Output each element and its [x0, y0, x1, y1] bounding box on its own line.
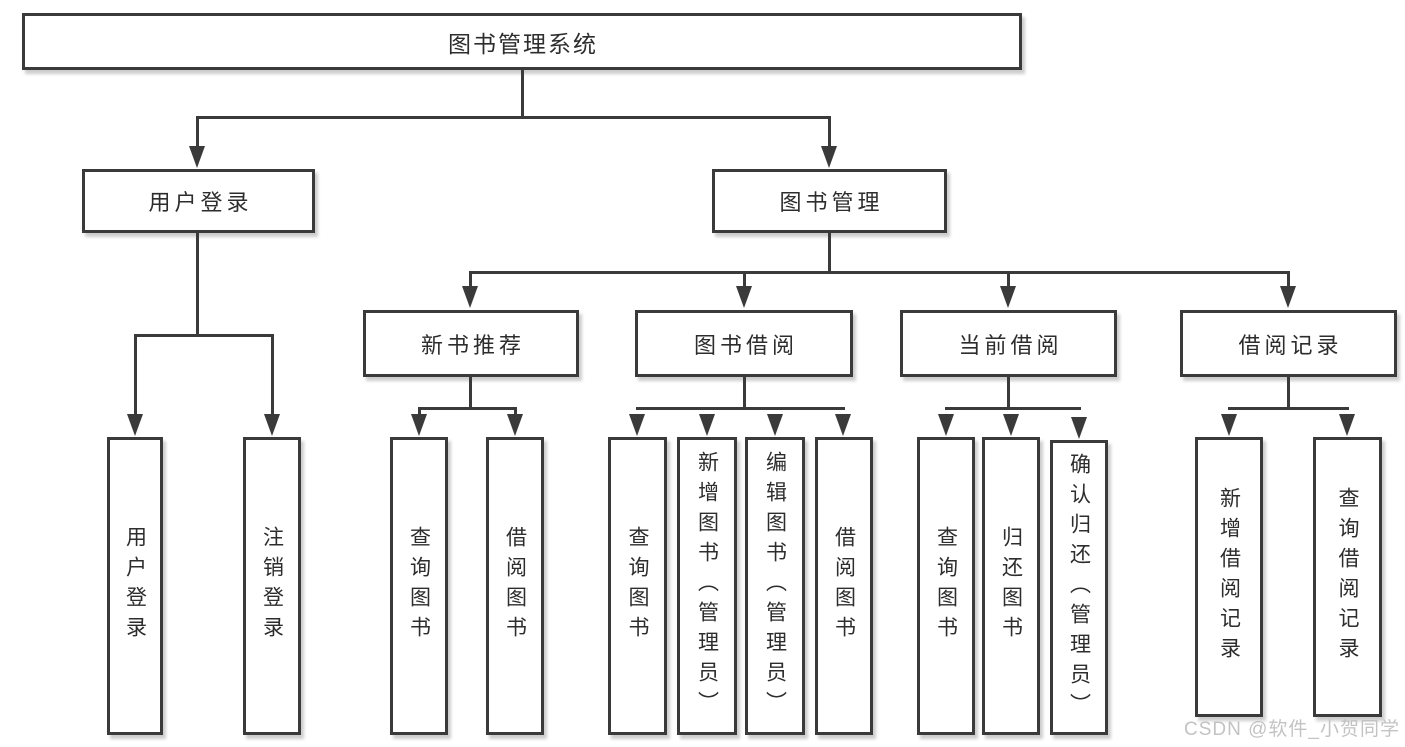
- connector-stub-leaf: [271, 334, 274, 416]
- arrow-down-icon: [462, 286, 478, 308]
- connector-current-stem: [1007, 377, 1010, 410]
- connector-stub-records: [1287, 271, 1290, 288]
- arrow-down-icon: [629, 414, 645, 436]
- connector-stub-recommend: [469, 271, 472, 288]
- connector-user-login-branch: [134, 334, 274, 337]
- connector-stub-leaf: [514, 407, 517, 417]
- connector-stub-book-manage: [828, 116, 831, 148]
- arrow-down-icon: [699, 414, 715, 436]
- connector-user-login-stem: [196, 233, 199, 337]
- arrow-down-icon: [736, 286, 752, 308]
- connector-stub-current: [1007, 271, 1010, 288]
- watermark-text: CSDN @软件_小贺同学: [1184, 719, 1400, 740]
- connector-recommend-stem: [469, 377, 472, 410]
- leaf-borrow-books-recommend: 借阅图书: [486, 437, 544, 735]
- connector-current-branch: [945, 407, 1081, 410]
- node-borrowing-records: 借阅记录: [1180, 310, 1397, 377]
- leaf-logout: 注销登录: [243, 437, 301, 735]
- leaf-return-books: 归还图书: [982, 437, 1040, 735]
- leaf-query-books-borrow: 查询图书: [608, 437, 667, 735]
- leaf-confirm-return-admin: 确认归还（管理员）: [1050, 440, 1108, 735]
- connector-records-stem: [1287, 377, 1290, 410]
- arrow-down-icon: [264, 414, 280, 436]
- leaf-query-borrow-record: 查询借阅记录: [1313, 437, 1382, 717]
- arrow-down-icon: [411, 414, 427, 436]
- connector-root-stem: [521, 69, 524, 118]
- connector-borrow-stem: [743, 377, 746, 410]
- leaf-query-books-current: 查询图书: [917, 437, 975, 735]
- arrow-down-icon: [938, 414, 954, 436]
- leaf-borrow-books: 借阅图书: [815, 437, 873, 735]
- leaf-add-borrow-record: 新增借阅记录: [1195, 437, 1263, 717]
- node-book-borrowing: 图书借阅: [635, 310, 853, 377]
- connector-records-branch: [1228, 407, 1349, 410]
- leaf-user-login: 用户登录: [107, 437, 163, 735]
- arrow-down-icon: [1280, 286, 1296, 308]
- leaf-query-books-recommend: 查询图书: [390, 437, 448, 735]
- leaf-add-books-admin: 新增图书（管理员）: [677, 437, 737, 735]
- arrow-down-icon: [507, 414, 523, 436]
- node-user-login: 用户登录: [82, 169, 315, 233]
- connector-recommend-branch: [418, 407, 517, 410]
- connector-book-manage-stem: [828, 233, 831, 274]
- node-library-system: 图书管理系统: [22, 13, 1022, 70]
- node-book-management: 图书管理: [712, 169, 947, 233]
- connector-stub-borrow: [743, 271, 746, 288]
- arrow-down-icon: [189, 146, 205, 168]
- leaf-edit-books-admin: 编辑图书（管理员）: [745, 437, 805, 735]
- connector-stub-user-login: [196, 116, 199, 148]
- connector-level3-branch: [469, 271, 1290, 274]
- arrow-down-icon: [1000, 286, 1016, 308]
- arrow-down-icon: [1003, 414, 1019, 436]
- arrow-down-icon: [767, 414, 783, 436]
- arrow-down-icon: [1339, 414, 1355, 436]
- connector-stub-leaf: [134, 334, 137, 416]
- connector-level1-branch: [196, 116, 831, 119]
- connector-borrow-branch: [636, 407, 845, 410]
- arrow-down-icon: [127, 414, 143, 436]
- node-current-borrowing: 当前借阅: [900, 310, 1117, 377]
- arrow-down-icon: [835, 414, 851, 436]
- arrow-down-icon: [821, 146, 837, 168]
- arrow-down-icon: [1071, 417, 1087, 439]
- arrow-down-icon: [1221, 414, 1237, 436]
- connector-stub-leaf: [418, 407, 421, 417]
- node-new-book-recommend: 新书推荐: [363, 310, 579, 377]
